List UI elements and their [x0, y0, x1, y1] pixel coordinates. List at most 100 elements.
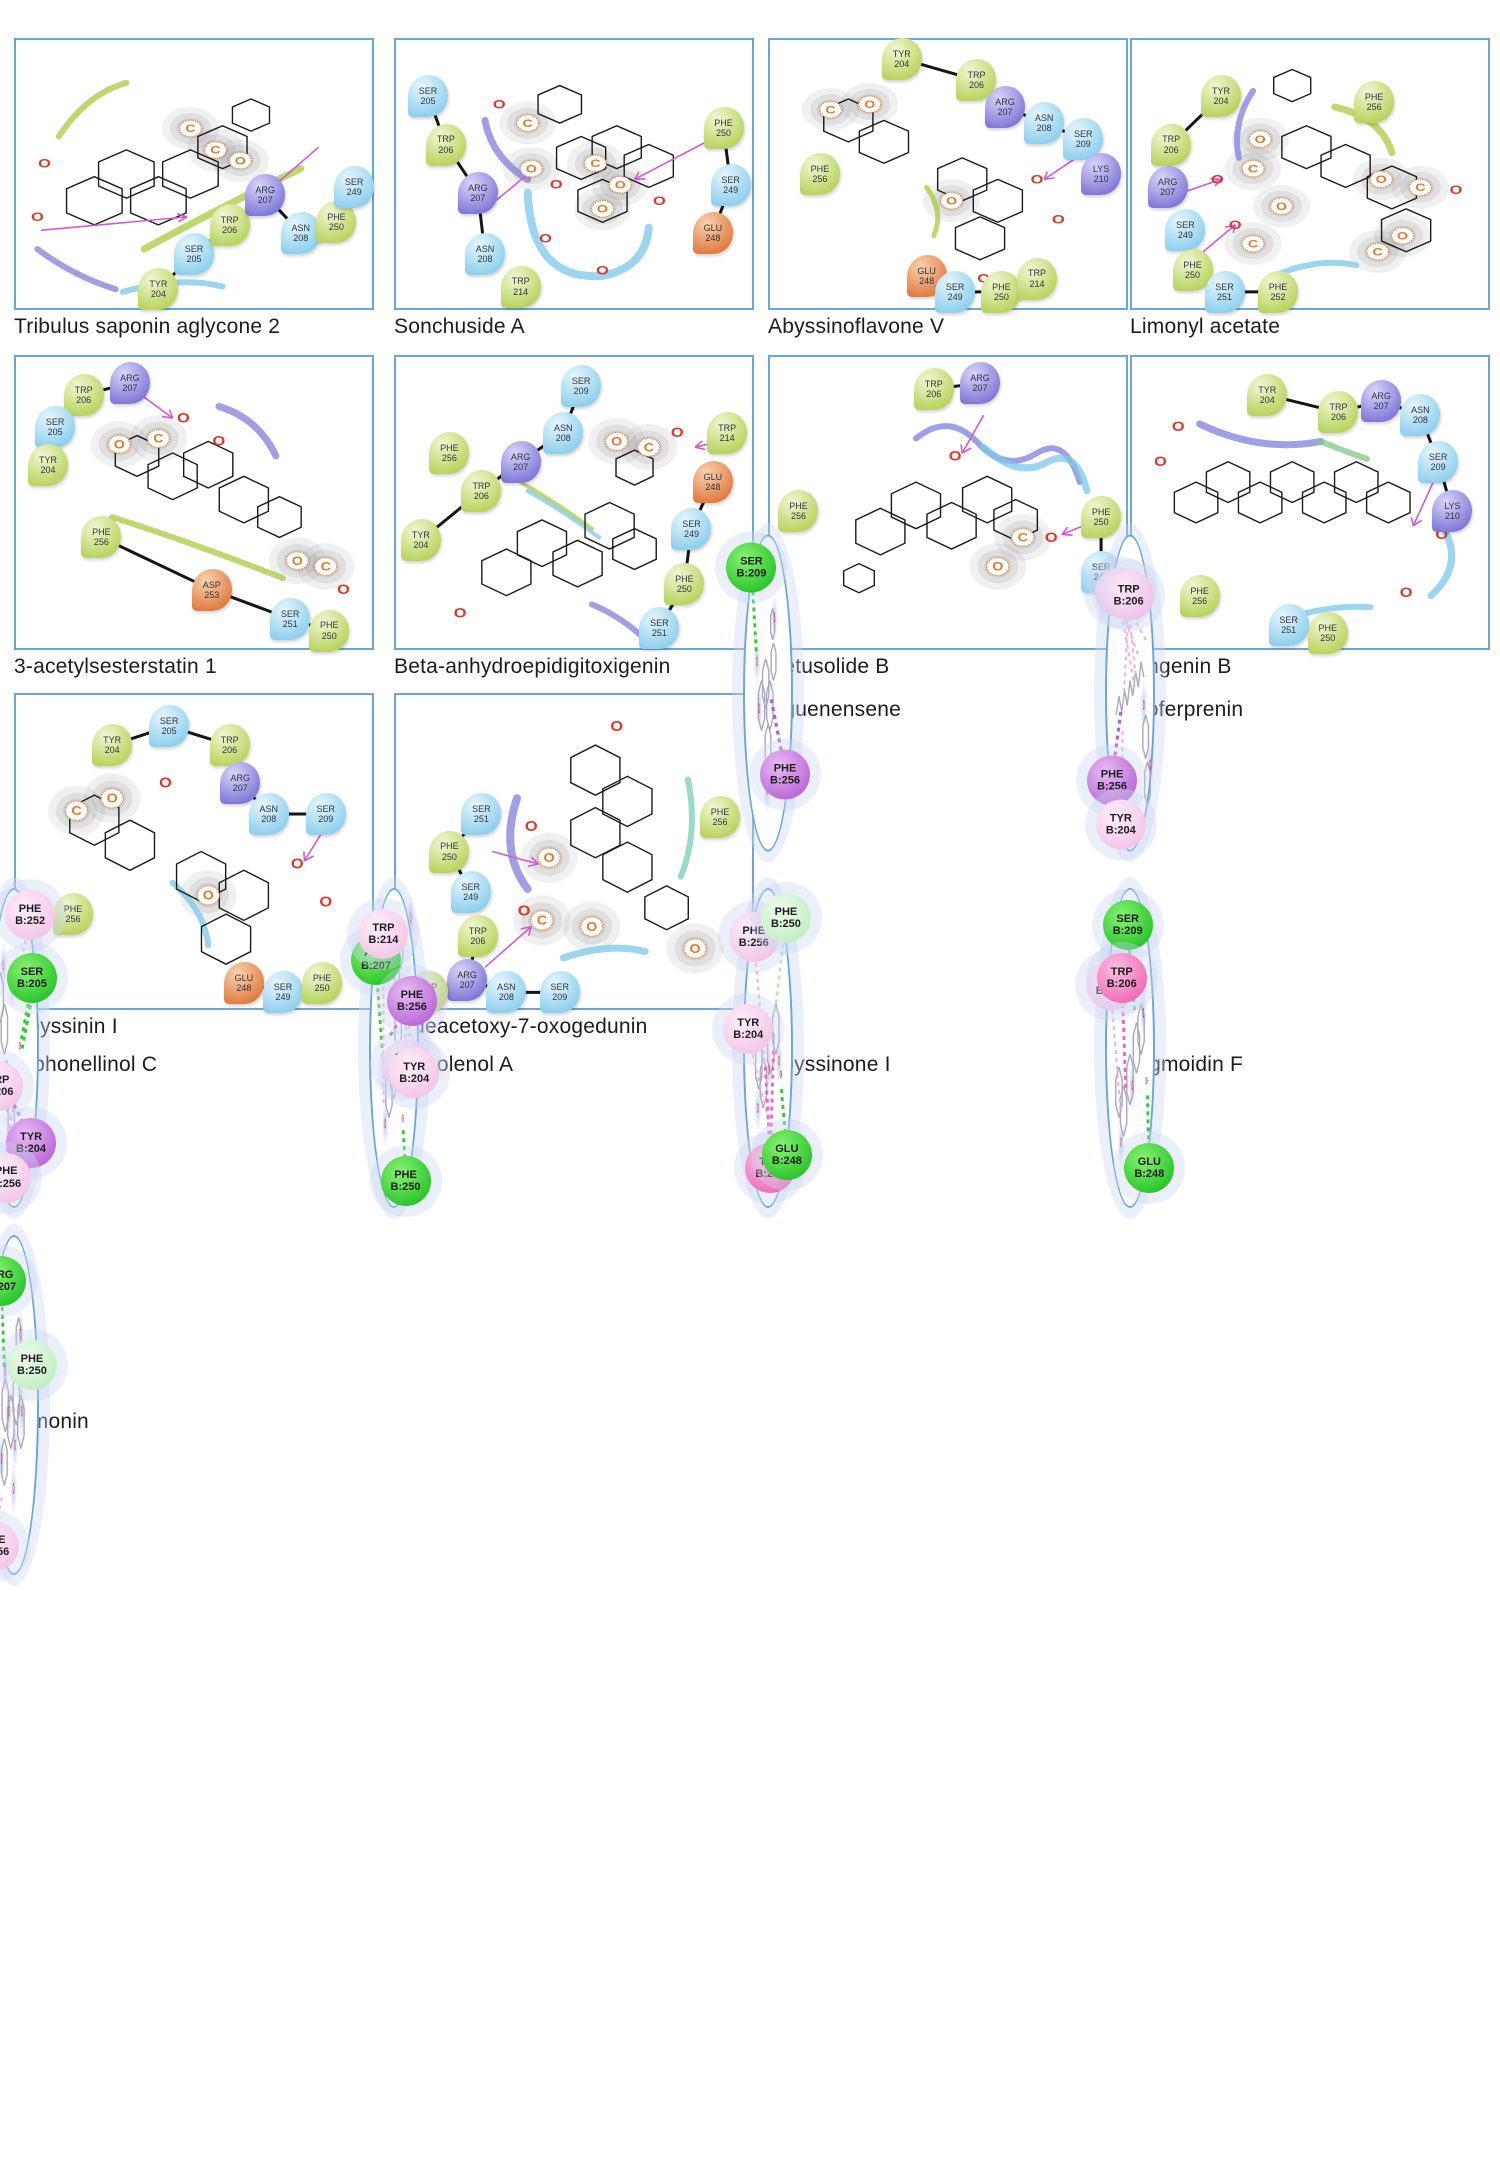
- residue-number: 207: [459, 979, 475, 990]
- residue-name: SER: [273, 982, 293, 993]
- residue-name: TRP: [718, 422, 737, 433]
- svg-text:O: O: [1276, 201, 1287, 213]
- svg-text:O: O: [610, 719, 623, 735]
- residue-name: SER: [20, 966, 44, 979]
- residue-number: 206: [470, 936, 486, 946]
- residue-number: B:248: [1134, 1168, 1165, 1181]
- residue-number: 249: [683, 528, 699, 539]
- residue-number: 251: [473, 813, 489, 824]
- residue-number: 208: [555, 432, 571, 443]
- residue-name: GLU: [1137, 1155, 1161, 1168]
- residue-number: 204: [413, 540, 429, 551]
- residue-name: SER: [472, 803, 491, 814]
- residue-number: 249: [463, 892, 479, 903]
- residue-number: 250: [716, 128, 732, 139]
- interaction-diagram-panel: OOCOTRP206ARG207PHE256PHE250SER249: [768, 355, 1128, 650]
- residue-name: PHE: [710, 806, 730, 817]
- residue-name: PHE: [1091, 506, 1111, 517]
- residue-number: 251: [651, 627, 667, 638]
- residue-number: B:207: [361, 959, 392, 972]
- residue-number: 206: [76, 394, 92, 405]
- interaction-diagram-panel: OOOOHPHEB:256TYRB:204PHEB:250TRPB:206GLU…: [723, 888, 812, 1208]
- svg-text:O: O: [596, 264, 609, 278]
- residue-name: TRP: [74, 384, 93, 395]
- residue-name: TRP: [220, 735, 239, 745]
- residue-name: PHE: [789, 501, 808, 512]
- panel-cell: OOOOHPHEB:256TYRB:204PHEB:250TRPB:206GLU…: [723, 888, 1128, 1208]
- residue-number: 214: [719, 432, 735, 443]
- residue-number: 204: [150, 289, 166, 300]
- residue-name: LYS: [1092, 163, 1110, 174]
- svg-text:O: O: [615, 179, 626, 191]
- panel-title: Isoferprenin: [1130, 698, 1244, 721]
- residue-name: TRP: [220, 214, 239, 225]
- residue-number: 207: [972, 383, 988, 394]
- residue-number: B:256: [770, 774, 800, 787]
- panel-title: Uguenensene: [768, 698, 901, 721]
- residue-name: SER: [571, 376, 591, 387]
- residue-number: B:207: [0, 1280, 17, 1293]
- residue-name: ARG: [1157, 177, 1178, 188]
- residue-name: PHE: [992, 281, 1011, 292]
- panel-title: Tingenin B: [1130, 655, 1232, 678]
- svg-text:O: O: [319, 894, 332, 910]
- residue-name: PHE: [773, 762, 797, 775]
- svg-text:O: O: [1143, 1007, 1145, 1022]
- residue-number: 207: [470, 192, 486, 203]
- residue-name: GLU: [703, 222, 723, 233]
- residue-name: PHE: [440, 442, 459, 453]
- residue-number: 250: [1093, 517, 1109, 528]
- residue-number: B:206: [1113, 595, 1144, 608]
- residue-name: PHE: [1183, 260, 1202, 271]
- residue-name: SER: [550, 982, 569, 993]
- residue-name: ARG: [1371, 390, 1391, 401]
- svg-text:O: O: [1143, 699, 1145, 714]
- svg-text:C: C: [1415, 182, 1425, 194]
- residue-name: SER: [1176, 220, 1195, 231]
- svg-text:O: O: [757, 1102, 759, 1117]
- residue-number: 248: [236, 982, 252, 993]
- residue-number: 205: [186, 254, 202, 265]
- residue-number: 208: [1412, 415, 1428, 426]
- residue-number: 250: [441, 851, 457, 862]
- svg-text:O: O: [539, 232, 552, 246]
- svg-text:O: O: [454, 606, 467, 621]
- residue-name: PHE: [394, 1168, 417, 1181]
- residue-number: 210: [1093, 174, 1109, 184]
- interaction-diagram-panel: OOOCOOOSER251PHE250SER249TRP206ARG207TRP…: [394, 693, 754, 1014]
- residue-name: ASN: [497, 982, 516, 993]
- residue-number: 207: [997, 107, 1013, 117]
- residue-name: ARG: [0, 1268, 14, 1281]
- residue-number: 208: [477, 254, 493, 265]
- residue-number: 207: [122, 383, 138, 394]
- residue-name: TYR: [1258, 384, 1277, 395]
- panel-title: 3-acetylsesterstatin 1: [14, 655, 217, 678]
- svg-text:C: C: [523, 117, 533, 129]
- residue-number: B:209: [736, 567, 767, 580]
- svg-text:O: O: [758, 702, 760, 717]
- svg-text:O: O: [864, 99, 875, 111]
- panel-cell: OOOOHSERB:209TYRB:204TRPB:206GLUB:248Sig…: [1085, 888, 1490, 1208]
- residue-name: TYR: [737, 1016, 760, 1029]
